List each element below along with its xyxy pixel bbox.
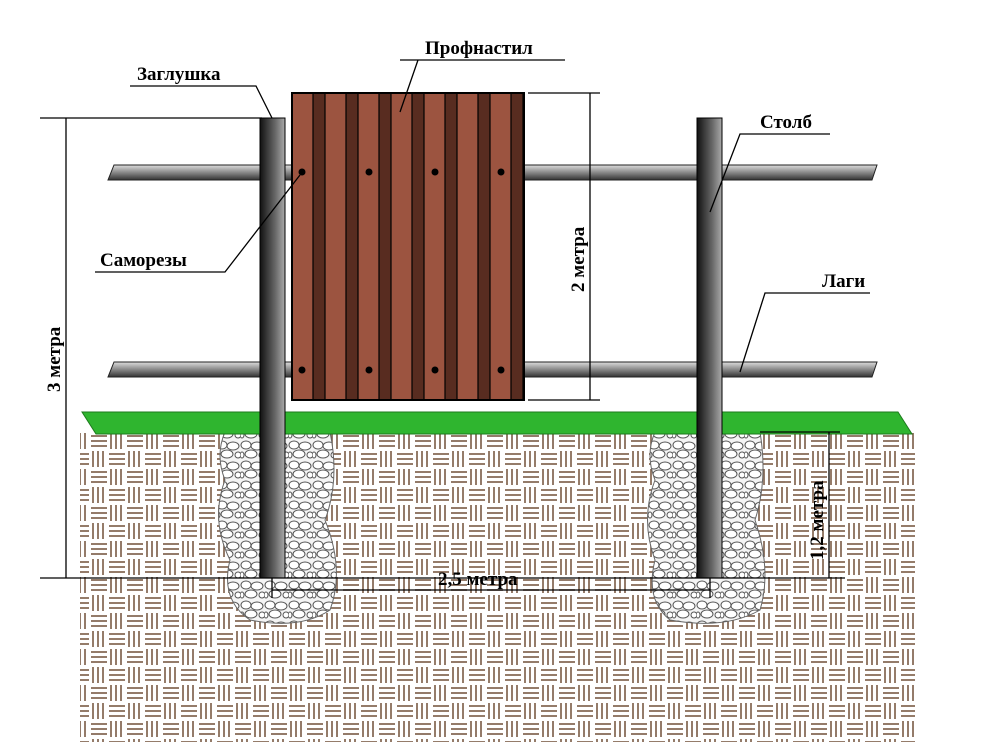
screw-icon <box>497 366 505 374</box>
screw-icon <box>365 366 373 374</box>
corrugated-sheet[interactable] <box>291 92 525 401</box>
screw-icon <box>298 366 306 374</box>
screw-icon <box>431 366 439 374</box>
screw-icon <box>497 168 505 176</box>
dimension-lines <box>40 59 870 598</box>
dim-total-height: 3 метра <box>44 326 65 392</box>
sheet-rib <box>510 92 524 401</box>
label-post: Столб <box>760 112 812 133</box>
post-right[interactable] <box>696 117 723 579</box>
label-screws: Саморезы <box>100 250 187 271</box>
grass <box>81 411 913 435</box>
sheet-outline <box>291 92 525 401</box>
sheet-rib <box>378 92 392 401</box>
sheet-rib <box>345 92 359 401</box>
sheet-rib <box>477 92 491 401</box>
post-left[interactable] <box>259 117 286 579</box>
sheet-rib <box>411 92 425 401</box>
screw-icon <box>298 168 306 176</box>
sheet-rib <box>312 92 326 401</box>
dim-sheet-height: 2 метра <box>568 226 589 292</box>
label-rails: Лаги <box>822 271 865 292</box>
soil <box>80 432 915 742</box>
screw-icon <box>365 168 373 176</box>
sheet-rib <box>444 92 458 401</box>
dim-depth: 1,2 метра <box>807 480 828 560</box>
label-sheet: Профнастил <box>425 38 533 59</box>
dim-span: 2,5 метра <box>438 569 518 590</box>
label-cap: Заглушка <box>137 64 221 85</box>
screw-icon <box>431 168 439 176</box>
